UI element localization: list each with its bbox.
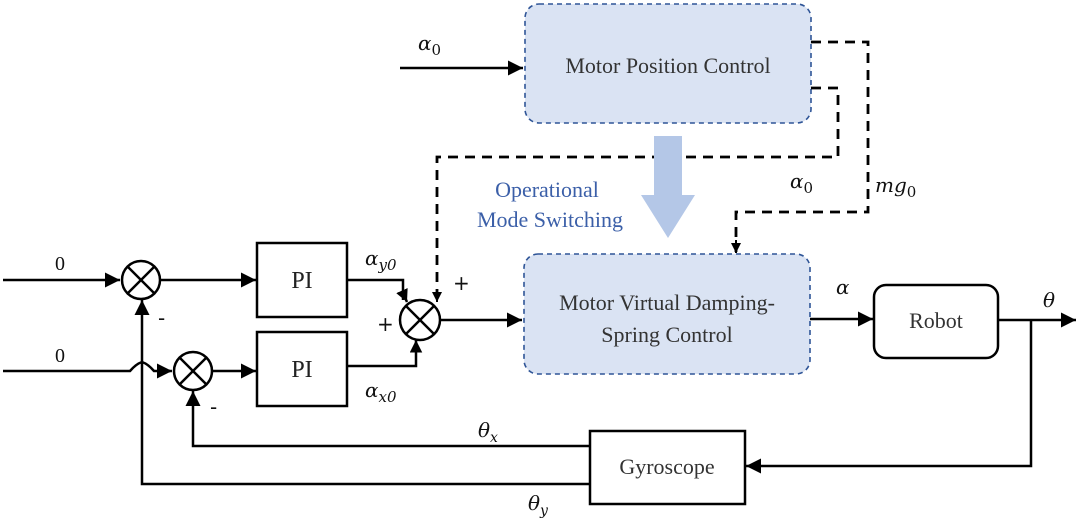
alpha0-input-label: α0	[418, 31, 441, 59]
mg0-dashed-path	[734, 40, 870, 252]
pi-block-top: PI	[255, 241, 349, 319]
ref-bottom-label: 0	[55, 345, 65, 367]
pi-bottom-label: PI	[291, 357, 312, 383]
alpha-y0-label: αy0	[365, 246, 397, 274]
theta-y-label: θy	[528, 491, 549, 519]
gyroscope-block: Gyroscope	[588, 429, 747, 506]
summing-junction-top	[120, 259, 162, 301]
sum-main-plus-top-sign: +	[453, 271, 470, 295]
theta-y-feedback-line	[140, 306, 590, 486]
mode-switch-label-line1: Operational	[495, 177, 599, 202]
theta-x-label: θx	[478, 418, 498, 446]
mode-switch-label-line2: Mode Switching	[477, 207, 623, 232]
alpha0-dashed-label: α0	[790, 169, 813, 197]
robot-label: Robot	[909, 308, 963, 333]
motor-vdsc-label-line2: Spring Control	[601, 322, 732, 347]
mode-switch-arrow-icon	[641, 136, 695, 238]
alpha0-dashed-path	[435, 86, 840, 300]
pi-top-output-line	[347, 278, 405, 300]
motor-position-control-label: Motor Position Control	[565, 53, 770, 78]
theta-feedback-line	[752, 320, 1033, 468]
motor-position-control-block: Motor Position Control	[524, 3, 812, 124]
ref-top-label: 0	[55, 253, 65, 275]
theta-label: θ	[1043, 288, 1055, 312]
sum-bottom-minus-sign: -	[210, 395, 217, 419]
robot-block: Robot	[872, 283, 1000, 360]
summing-junction-main	[398, 298, 442, 342]
theta-x-feedback-line	[191, 398, 590, 448]
sum-main-plus-left-sign: +	[377, 312, 394, 336]
ref-bottom-line-with-crossover	[3, 360, 170, 373]
motor-virtual-damping-spring-control-block: Motor Virtual Damping- Spring Control	[523, 253, 811, 375]
motor-vdsc-label-line1: Motor Virtual Damping-	[559, 290, 775, 315]
pi-bottom-output-line	[347, 348, 418, 368]
alpha-x0-label: αx0	[365, 378, 397, 406]
summing-junction-bottom	[172, 350, 214, 392]
pi-block-bottom: PI	[255, 330, 349, 408]
sum-top-minus-sign: -	[158, 306, 165, 330]
mg0-label: mg0	[875, 173, 916, 201]
pi-top-label: PI	[291, 268, 312, 294]
gyroscope-label: Gyroscope	[619, 454, 714, 479]
pi-top-output-arrowhead	[396, 288, 409, 303]
alpha-label: α	[836, 275, 850, 299]
